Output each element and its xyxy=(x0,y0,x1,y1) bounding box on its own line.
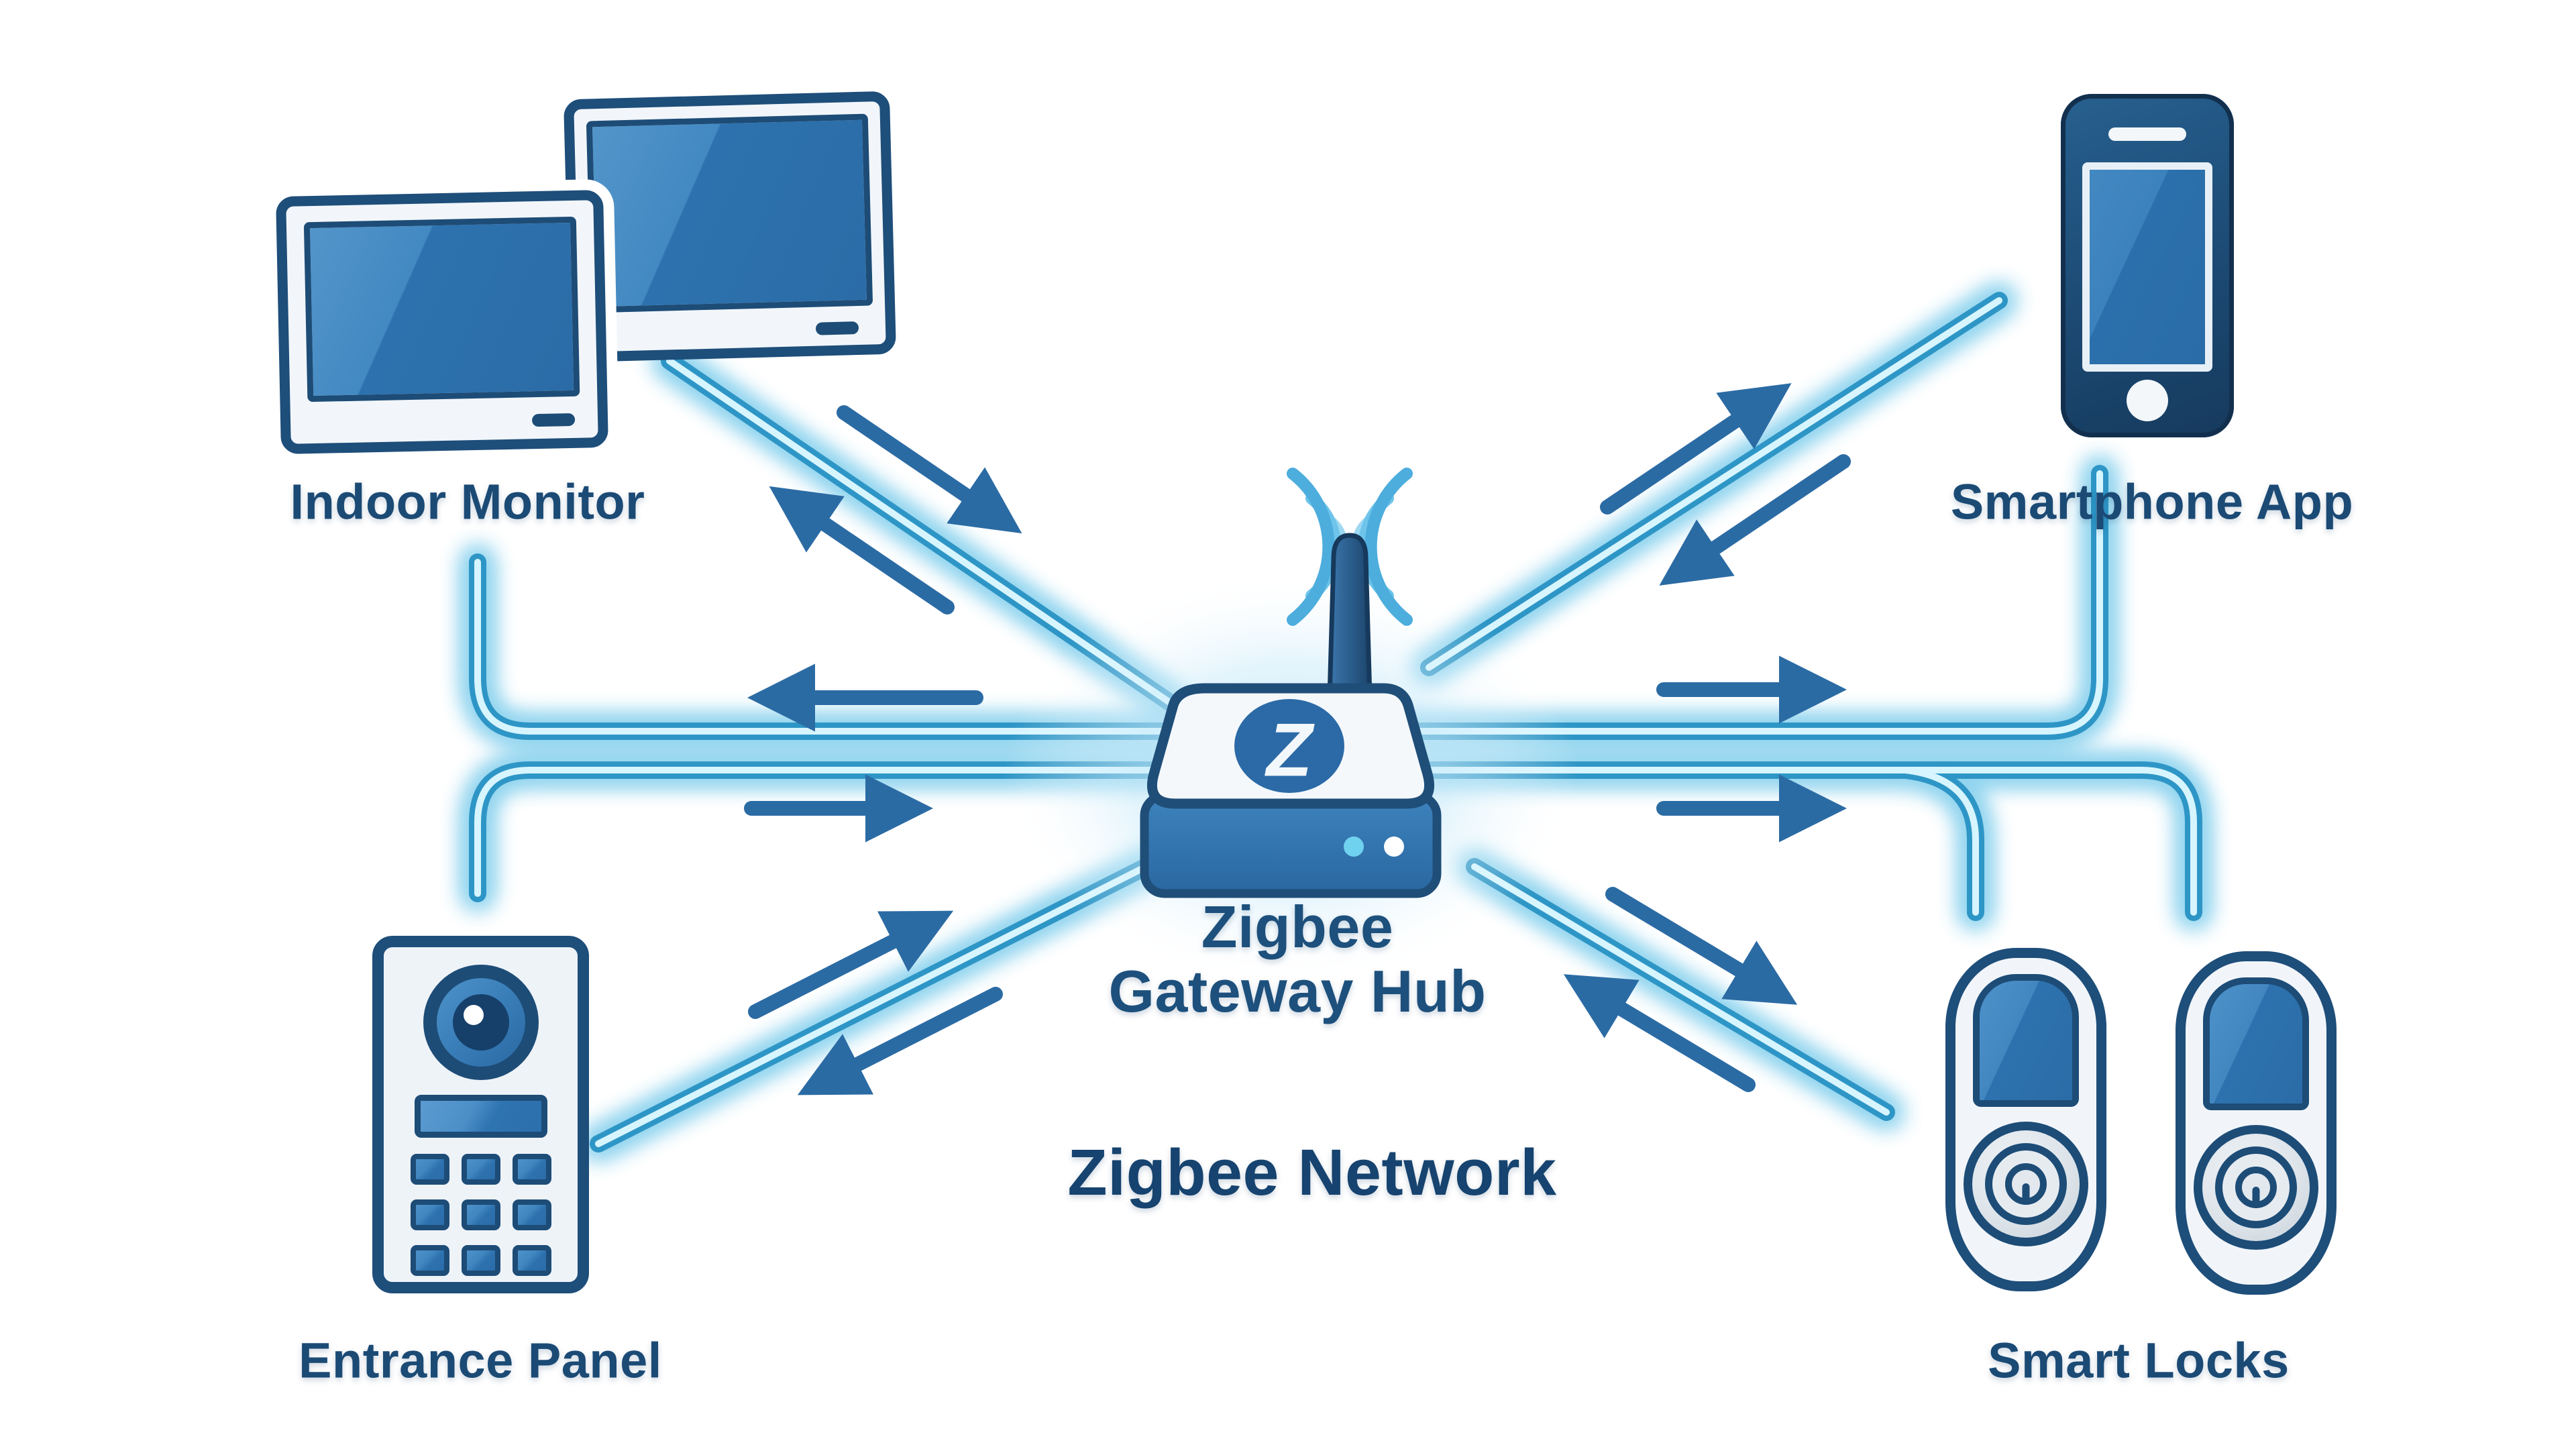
monitor-button xyxy=(531,413,576,427)
entrance-panel-label: Entrance Panel xyxy=(299,1332,662,1389)
entrance-panel-icon xyxy=(372,936,589,1293)
lock-keypad-screen xyxy=(2203,977,2309,1110)
lock-keyhole-slot xyxy=(2022,1183,2030,1205)
smart-locks-label: Smart Locks xyxy=(1988,1332,2290,1389)
keypad-button xyxy=(410,1154,449,1185)
phone-screen xyxy=(2082,162,2212,372)
panel-camera-highlight xyxy=(463,1005,484,1025)
hub-label-line1: Zigbee xyxy=(1201,894,1394,960)
lock-dial xyxy=(2194,1125,2318,1250)
arrow-monitor-up xyxy=(769,486,955,614)
lock-keyhole-icon xyxy=(2005,1163,2047,1205)
network-title: Zigbee Network xyxy=(1067,1136,1557,1209)
keypad-button xyxy=(410,1199,449,1230)
smartphone-icon xyxy=(2061,94,2234,437)
hub-label-line2: Gateway Hub xyxy=(1108,958,1487,1024)
lock-dial-inner xyxy=(1985,1143,2067,1225)
keypad-button xyxy=(512,1199,551,1230)
indoor-monitor-icon xyxy=(276,189,608,455)
arrow-locks-down xyxy=(1605,887,1798,1005)
arrow-phone-down xyxy=(1659,454,1851,586)
panel-speaker-slot xyxy=(414,1095,547,1138)
monitor-screen xyxy=(586,113,873,313)
keypad-button xyxy=(461,1245,500,1276)
zigbee-gateway-hub-icon: Z xyxy=(1140,468,1442,898)
lock-keypad-screen xyxy=(1973,974,2079,1107)
lock-dial-inner xyxy=(2215,1146,2297,1228)
phone-home-button xyxy=(2127,380,2168,421)
lock-keyhole-slot xyxy=(2252,1187,2260,1208)
smartphone-app-label: Smartphone App xyxy=(1950,474,2354,530)
indoor-monitor-icon-back xyxy=(563,91,897,363)
smart-lock-icon-1 xyxy=(1945,948,2106,1291)
panel-keypad xyxy=(410,1154,551,1276)
smart-lock-icon-2 xyxy=(2176,951,2337,1295)
keypad-button xyxy=(461,1154,500,1185)
keypad-button xyxy=(512,1245,551,1276)
panel-camera-icon xyxy=(423,965,539,1080)
hub-logo-letter: Z xyxy=(1265,708,1315,792)
hub-antenna xyxy=(1327,533,1373,700)
keypad-button xyxy=(461,1199,500,1230)
monitor-button xyxy=(815,321,859,335)
monitor-screen xyxy=(303,216,580,402)
lock-dial xyxy=(1964,1122,2088,1246)
panel-camera-lens xyxy=(452,994,509,1051)
keypad-button xyxy=(410,1245,449,1276)
arrow-panel-up xyxy=(748,910,954,1019)
phone-speaker xyxy=(2108,127,2186,141)
lock-keyhole-icon xyxy=(2235,1167,2277,1208)
indoor-monitor-label: Indoor Monitor xyxy=(290,474,645,530)
hub-logo-circle xyxy=(1234,699,1344,793)
arrow-panel-down xyxy=(797,987,1003,1095)
hub-led-cyan xyxy=(1344,837,1364,857)
arrow-locks-up xyxy=(1563,974,1756,1092)
keypad-button xyxy=(512,1154,551,1185)
flow-arrows xyxy=(744,383,1851,1095)
hub-led-white xyxy=(1384,837,1404,857)
arrow-phone-up xyxy=(1600,383,1792,515)
panel-camera-ring xyxy=(436,978,525,1067)
arrow-monitor-down xyxy=(837,405,1022,534)
